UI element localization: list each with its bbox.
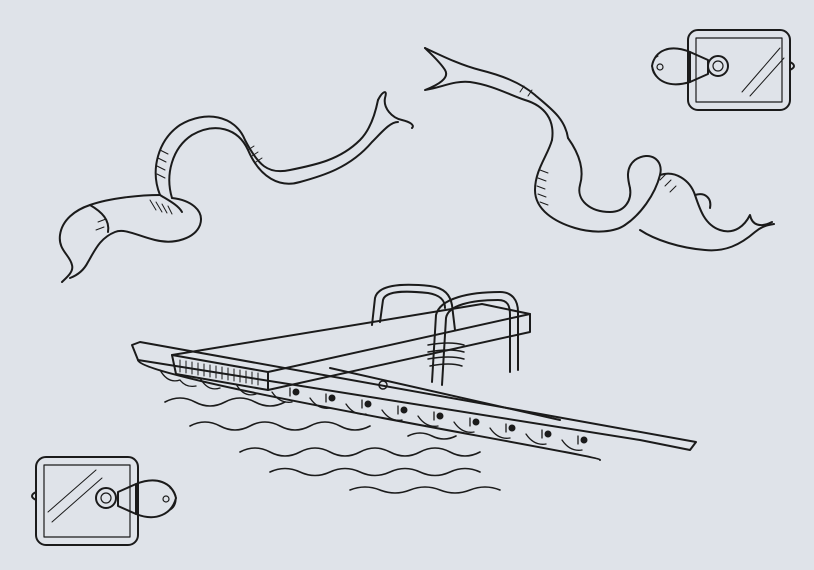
- diving-board: [131, 283, 697, 461]
- ribbon-right: [424, 47, 775, 252]
- spotlight-top-right: [651, 29, 795, 111]
- ribbon-left: [58, 91, 414, 283]
- water-waves: [164, 397, 501, 494]
- spotlight-bottom-left: [31, 456, 177, 546]
